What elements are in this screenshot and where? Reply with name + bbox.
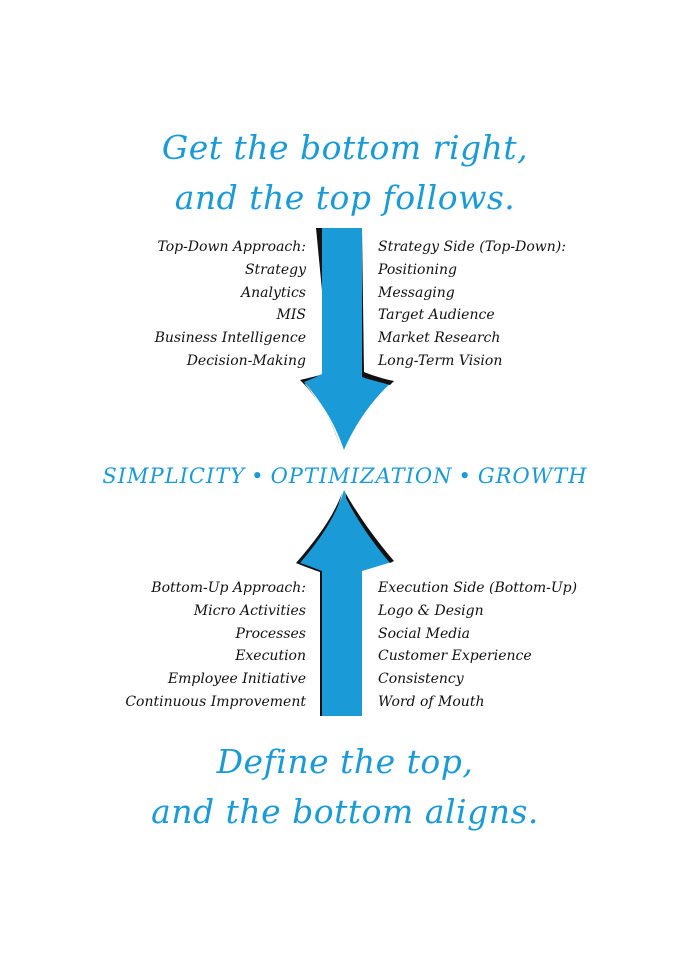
bottom-up-approach-list: Bottom-Up Approach: Micro Activities Pro… bbox=[125, 577, 306, 714]
top-headline-line-1: Get the bottom right, bbox=[161, 128, 529, 167]
bottom-headline: Define the top, and the bottom aligns. bbox=[0, 737, 690, 837]
list-item: Analytics bbox=[241, 284, 306, 301]
list-item: Customer Experience bbox=[378, 648, 532, 665]
strategy-side-list: Strategy Side (Top-Down): Positioning Me… bbox=[378, 236, 566, 373]
up-arrow-edge bbox=[346, 494, 394, 563]
list-item: Long-Term Vision bbox=[378, 352, 503, 369]
list-item: Business Intelligence bbox=[154, 330, 306, 347]
execution-side-list: Execution Side (Bottom-Up) Logo & Design… bbox=[378, 577, 577, 714]
list-item: Social Media bbox=[378, 625, 471, 642]
bottom-headline-line-2: and the bottom aligns. bbox=[151, 792, 539, 831]
tagline-word-growth: GROWTH bbox=[477, 464, 588, 488]
list-item: Micro Activities bbox=[193, 602, 306, 619]
list-heading: Top-Down Approach: bbox=[157, 239, 306, 255]
list-item: Employee Initiative bbox=[167, 671, 306, 688]
list-item: Logo & Design bbox=[378, 602, 484, 619]
list-item: MIS bbox=[276, 307, 306, 324]
tagline-separator: • bbox=[251, 464, 265, 488]
list-heading: Execution Side (Bottom-Up) bbox=[378, 580, 578, 596]
list-item: Market Research bbox=[378, 330, 501, 347]
list-item: Decision-Making bbox=[186, 352, 306, 369]
tagline-word-optimization: OPTIMIZATION bbox=[270, 464, 453, 488]
list-item: Messaging bbox=[378, 284, 455, 301]
list-item: Word of Mouth bbox=[378, 693, 485, 710]
list-heading: Strategy Side (Top-Down): bbox=[378, 239, 566, 255]
bottom-headline-line-1: Define the top, bbox=[216, 742, 474, 781]
list-heading: Bottom-Up Approach: bbox=[151, 580, 306, 596]
top-headline: Get the bottom right, and the top follow… bbox=[0, 123, 690, 223]
list-item: Execution bbox=[235, 648, 306, 665]
tagline: SIMPLICITY•OPTIMIZATION•GROWTH bbox=[0, 461, 690, 491]
top-down-approach-list: Top-Down Approach: Strategy Analytics MI… bbox=[155, 236, 306, 373]
down-arrow bbox=[304, 228, 392, 450]
list-item: Strategy bbox=[244, 261, 306, 278]
tagline-word-simplicity: SIMPLICITY bbox=[102, 464, 246, 488]
up-arrow bbox=[300, 490, 392, 716]
list-item: Positioning bbox=[378, 261, 457, 278]
list-item: Processes bbox=[235, 625, 306, 642]
list-item: Consistency bbox=[378, 671, 464, 688]
tagline-separator: • bbox=[458, 464, 472, 488]
list-item: Continuous Improvement bbox=[125, 693, 306, 710]
top-headline-line-2: and the top follows. bbox=[174, 178, 516, 217]
list-item: Target Audience bbox=[378, 307, 495, 324]
up-arrow-shadow bbox=[296, 493, 342, 716]
